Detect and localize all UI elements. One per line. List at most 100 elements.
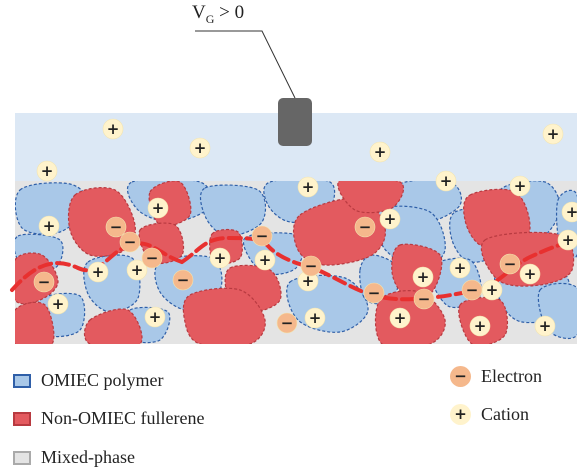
- electron-icon: −: [300, 255, 322, 277]
- svg-text:+: +: [152, 199, 165, 217]
- cation-icon: +: [147, 197, 169, 219]
- electron-icon: −: [354, 216, 376, 238]
- gate-voltage-label: VG > 0: [192, 2, 244, 27]
- svg-text:−: −: [305, 257, 318, 275]
- svg-text:+: +: [131, 261, 144, 279]
- legend-mixed-label: Mixed-phase: [41, 447, 135, 467]
- cation-icon: +: [519, 263, 541, 285]
- svg-text:+: +: [384, 210, 397, 228]
- cation-icon: +: [38, 215, 60, 237]
- svg-text:−: −: [466, 281, 479, 299]
- particles-group: ++++++++++++++++++++++++++++−−−−−−−−−−−−…: [33, 118, 577, 337]
- legend-non-omiec: Non-OMIEC fullerene: [13, 408, 204, 429]
- svg-text:−: −: [359, 218, 372, 236]
- cation-icon: +: [389, 307, 411, 329]
- gate-label-sub: G: [205, 11, 215, 26]
- electron-icon: −: [33, 271, 55, 293]
- svg-text:−: −: [256, 227, 269, 245]
- fullerene-domain: [182, 287, 266, 344]
- svg-text:−: −: [124, 233, 137, 251]
- svg-text:+: +: [440, 172, 453, 190]
- cation-icon: +: [36, 160, 58, 182]
- legend-non-omiec-label: Non-OMIEC fullerene: [41, 408, 205, 428]
- svg-text:+: +: [41, 162, 54, 180]
- mixed-swatch: [13, 450, 31, 465]
- fullerene-domain: [337, 181, 405, 214]
- cation-icon: +: [47, 293, 69, 315]
- legend-omiec-label: OMIEC polymer: [41, 370, 164, 390]
- fullerene-domain: [292, 197, 387, 266]
- cation-icon: +: [126, 259, 148, 281]
- electron-icon: −: [413, 288, 435, 310]
- svg-text:−: −: [110, 218, 123, 236]
- electron-icon: −: [251, 225, 273, 247]
- fullerene-domain: [83, 308, 143, 344]
- legend-mixed: Mixed-phase: [13, 447, 135, 468]
- legend-electron-label: Electron: [481, 366, 542, 386]
- omiec-domain: [199, 184, 267, 237]
- omiec-swatch: [13, 373, 31, 388]
- cation-icon: +: [144, 306, 166, 328]
- svg-text:+: +: [547, 125, 560, 143]
- svg-text:+: +: [486, 281, 499, 299]
- electron-icon: −: [141, 247, 163, 269]
- cation-icon: +: [469, 315, 491, 337]
- svg-text:+: +: [514, 177, 527, 195]
- svg-text:+: +: [566, 203, 577, 221]
- svg-text:+: +: [107, 120, 120, 138]
- cation-icon: +: [561, 201, 577, 223]
- legend-omiec: OMIEC polymer: [13, 370, 163, 391]
- svg-text:+: +: [474, 317, 487, 335]
- legend-cation: + Cation: [450, 404, 529, 425]
- electron-icon: −: [105, 216, 127, 238]
- electron-icon: −: [499, 253, 521, 275]
- svg-text:+: +: [194, 139, 207, 157]
- cation-icon: +: [542, 123, 564, 145]
- legend-electron: − Electron: [450, 366, 542, 387]
- cation-icon: +: [369, 141, 391, 163]
- svg-text:+: +: [302, 178, 315, 196]
- svg-text:+: +: [524, 265, 537, 283]
- electron-icon: −: [276, 312, 298, 334]
- cation-icon: +: [450, 404, 471, 425]
- cation-icon: +: [509, 175, 531, 197]
- cation-icon: +: [435, 170, 457, 192]
- fullerene-swatch: [13, 411, 31, 426]
- cation-icon: +: [189, 137, 211, 159]
- cation-icon: +: [304, 307, 326, 329]
- cation-icon: +: [534, 315, 556, 337]
- svg-text:+: +: [52, 295, 65, 313]
- fullerene-domain: [15, 301, 55, 344]
- svg-text:+: +: [562, 231, 575, 249]
- legend-cation-label: Cation: [481, 404, 529, 424]
- svg-text:+: +: [149, 308, 162, 326]
- cation-icon: +: [87, 261, 109, 283]
- svg-text:+: +: [374, 143, 387, 161]
- cation-icon: +: [379, 208, 401, 230]
- cation-icon: +: [412, 266, 434, 288]
- svg-text:−: −: [281, 314, 294, 332]
- svg-text:−: −: [504, 255, 517, 273]
- svg-text:+: +: [309, 309, 322, 327]
- svg-text:+: +: [259, 251, 272, 269]
- cation-icon: +: [254, 249, 276, 271]
- electron-path: [316, 268, 482, 302]
- svg-text:−: −: [368, 284, 381, 302]
- electron-icon: −: [172, 269, 194, 291]
- svg-text:+: +: [417, 268, 430, 286]
- gate-label-rest: > 0: [214, 2, 245, 23]
- cation-icon: +: [557, 229, 577, 251]
- svg-text:−: −: [418, 290, 431, 308]
- svg-text:+: +: [43, 217, 56, 235]
- cation-icon: +: [209, 247, 231, 269]
- svg-text:+: +: [92, 263, 105, 281]
- svg-text:−: −: [38, 273, 51, 291]
- svg-text:+: +: [214, 249, 227, 267]
- cation-icon: +: [449, 257, 471, 279]
- electron-icon: −: [119, 231, 141, 253]
- electron-icon: −: [461, 279, 483, 301]
- svg-text:−: −: [177, 271, 190, 289]
- gate-electrode-icon: [278, 98, 312, 146]
- cation-icon: +: [481, 279, 503, 301]
